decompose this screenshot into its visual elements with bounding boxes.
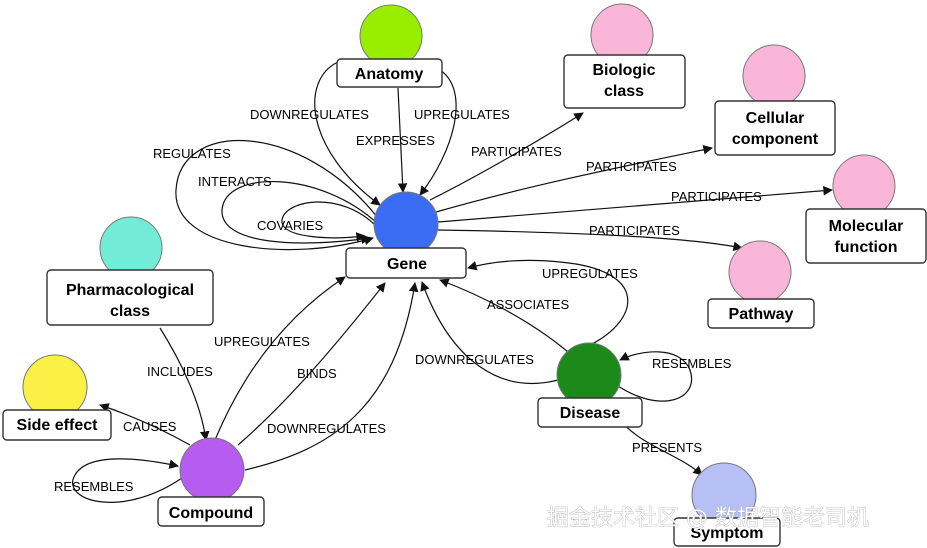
node-biologic-class-label-1: Biologic [592, 62, 655, 79]
node-cellular-component: Cellular component [714, 44, 836, 156]
node-compound-circle [179, 437, 245, 503]
edge-participates-molecular [437, 185, 833, 223]
node-pharmacological-class-label-2: class [110, 303, 150, 320]
label-downregulates-disease: DOWNREGULATES [415, 352, 534, 367]
label-presents: PRESENTS [632, 440, 702, 455]
node-anatomy-label: Anatomy [355, 66, 424, 83]
node-molecular-function-box [805, 208, 927, 264]
node-biologic-class: Biologic class [563, 3, 686, 109]
node-anatomy-box [336, 58, 443, 88]
label-participates-pathway: PARTICIPATES [589, 223, 680, 238]
node-symptom-box [673, 517, 781, 547]
edges [72, 61, 833, 503]
node-compound: Compound [157, 437, 265, 527]
node-pharmacological-class: Pharmacological class [46, 216, 214, 326]
node-pathway-label: Pathway [729, 306, 794, 323]
node-cellular-component-circle [742, 44, 806, 108]
label-upregulates-disease: UPREGULATES [542, 266, 638, 281]
node-pharmacological-class-box [46, 269, 214, 326]
node-disease-box [537, 397, 643, 428]
edge-upregulates-anatomy [419, 69, 457, 196]
label-includes: INCLUDES [147, 364, 213, 379]
edge-covaries [281, 201, 377, 242]
node-disease-label: Disease [560, 405, 621, 422]
label-upregulates-anatomy: UPREGULATES [414, 107, 510, 122]
node-molecular-function: Molecular function [805, 154, 927, 264]
label-downregulates-compound: DOWNREGULATES [267, 421, 386, 436]
node-side-effect-label: Side effect [17, 417, 99, 434]
node-cellular-component-label-2: component [732, 131, 819, 148]
edge-resembles-disease [614, 351, 693, 402]
node-pathway-box [707, 298, 815, 329]
edge-interacts [221, 180, 379, 244]
node-pathway-circle [728, 240, 792, 304]
node-symptom-label: Symptom [691, 525, 764, 542]
label-upregulates-compound: UPREGULATES [214, 334, 310, 349]
label-interacts: INTERACTS [198, 174, 272, 189]
label-resembles-disease: RESEMBLES [652, 356, 732, 371]
node-molecular-function-label-1: Molecular [829, 218, 904, 235]
label-causes: CAUSES [123, 419, 177, 434]
node-gene-circle [373, 191, 439, 257]
edge-downregulates-anatomy [314, 61, 381, 206]
edge-upregulates-disease [467, 259, 629, 346]
node-molecular-function-circle [832, 154, 896, 218]
node-gene: Gene [345, 191, 467, 279]
node-biologic-class-label-2: class [604, 83, 644, 100]
edge-associates [439, 278, 569, 353]
edge-upregulates-compound [214, 276, 346, 441]
node-compound-box [157, 496, 265, 527]
edge-regulates [175, 140, 379, 251]
label-resembles-compound: RESEMBLES [54, 479, 134, 494]
label-participates-molecular: PARTICIPATES [671, 189, 762, 204]
node-anatomy-circle [359, 4, 423, 68]
label-regulates: REGULATES [153, 146, 231, 161]
label-expresses: EXPRESSES [356, 133, 435, 148]
node-pharmacological-class-label-1: Pharmacological [66, 282, 194, 299]
node-anatomy: Anatomy [336, 4, 443, 88]
edge-includes [159, 327, 210, 441]
label-binds: BINDS [297, 366, 337, 381]
edge-labels: DOWNREGULATES UPREGULATES EXPRESSES PART… [54, 107, 762, 494]
label-associates: ASSOCIATES [487, 297, 569, 312]
edge-binds [237, 282, 386, 446]
node-biologic-class-box [563, 54, 686, 109]
node-pathway: Pathway [707, 240, 815, 329]
node-side-effect-box [2, 409, 112, 441]
node-gene-label: Gene [387, 256, 427, 273]
edge-participates-biologic [429, 112, 584, 201]
edge-downregulates-compound [244, 282, 419, 471]
label-covaries: COVARIES [257, 218, 324, 233]
edge-participates-cellular [435, 145, 713, 213]
node-side-effect: Side effect [2, 354, 112, 441]
edge-causes [99, 403, 191, 446]
watermark-text: 掘金技术社区 @ 数据智能老司机 [547, 506, 869, 531]
node-molecular-function-label-2: function [834, 239, 897, 256]
node-cellular-component-label-1: Cellular [746, 110, 805, 127]
edge-downregulates-disease [420, 281, 559, 384]
label-participates-cellular: PARTICIPATES [586, 159, 677, 174]
node-cellular-component-box [714, 100, 836, 156]
edge-resembles-compound [72, 458, 183, 503]
node-compound-label: Compound [169, 505, 253, 522]
edge-participates-pathway [437, 229, 743, 252]
label-participates-biologic: PARTICIPATES [471, 144, 562, 159]
node-gene-box [345, 247, 467, 279]
label-downregulates-anatomy: DOWNREGULATES [250, 107, 369, 122]
node-disease: Disease [537, 342, 643, 428]
edge-expresses [397, 87, 408, 193]
node-symptom: Symptom [673, 462, 781, 547]
